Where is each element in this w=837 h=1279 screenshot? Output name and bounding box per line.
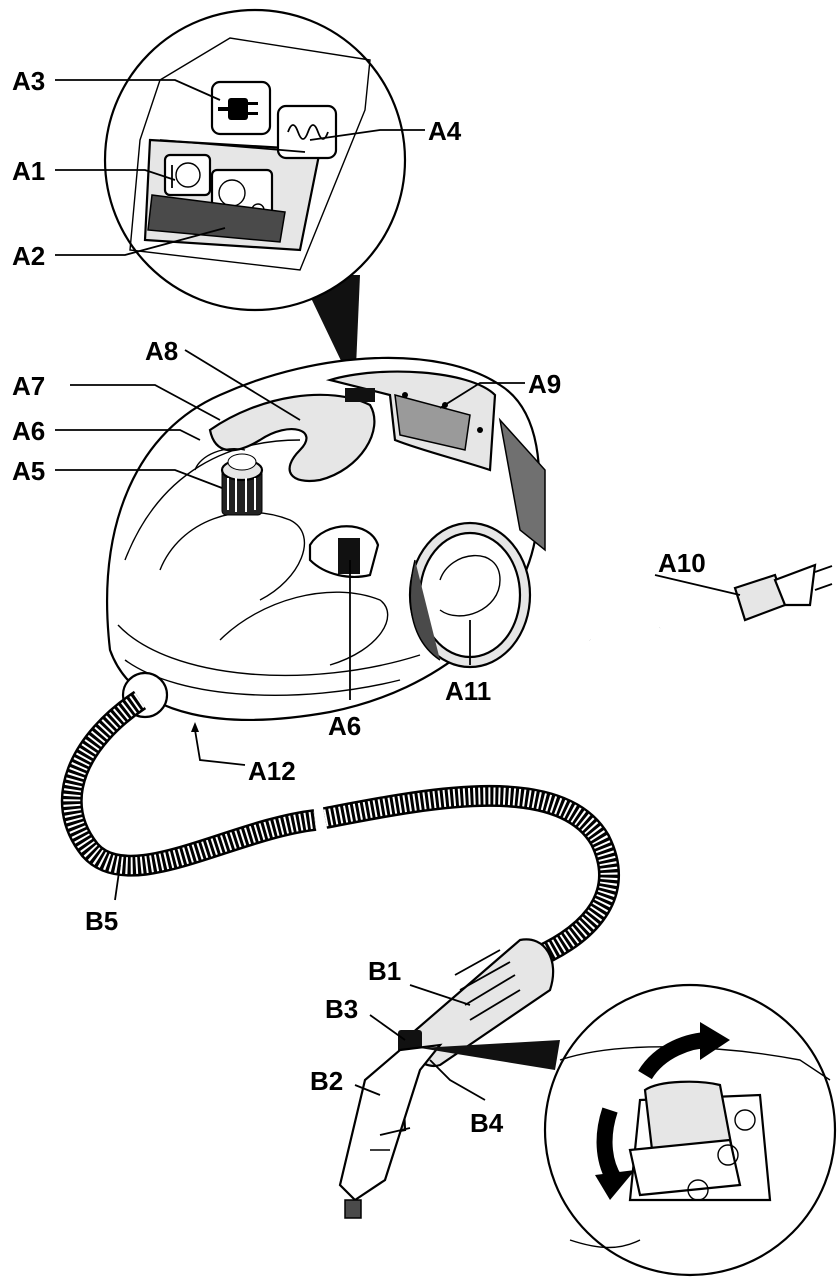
power-plug bbox=[733, 563, 833, 622]
gun-barrel bbox=[338, 1043, 443, 1202]
wheel bbox=[408, 521, 532, 669]
lock-icon bbox=[734, 1109, 756, 1131]
carrying-handle bbox=[208, 393, 376, 483]
steam-indicator bbox=[276, 104, 338, 160]
label-b2: B2 bbox=[310, 1066, 343, 1096]
label-a8: A8 bbox=[145, 336, 178, 366]
steam-gun bbox=[338, 938, 560, 1219]
main-switch[interactable] bbox=[163, 153, 212, 197]
label-a2: A2 bbox=[12, 241, 45, 271]
label-a7: A7 bbox=[12, 371, 45, 401]
label-a11: A11 bbox=[445, 676, 491, 706]
power-plug-icon bbox=[218, 98, 258, 120]
label-a5: A5 bbox=[12, 456, 45, 486]
labels: A3 A4 A1 A2 A8 A7 A6 A5 A9 A10 A6 A11 A1… bbox=[12, 66, 706, 1138]
label-a12: A12 bbox=[248, 756, 296, 786]
nozzle-tip bbox=[344, 1199, 362, 1219]
unlock-icon bbox=[717, 1144, 739, 1166]
label-b1: B1 bbox=[368, 956, 401, 986]
steam-icon bbox=[687, 1179, 709, 1201]
steam-cleaner-body bbox=[106, 356, 833, 721]
label-a4: A4 bbox=[428, 116, 462, 146]
label-a6-bottom: A6 bbox=[328, 711, 361, 741]
label-a1: A1 bbox=[12, 156, 45, 186]
label-a9: A9 bbox=[528, 369, 561, 399]
label-a6-top: A6 bbox=[12, 416, 45, 446]
label-b4: B4 bbox=[470, 1108, 504, 1138]
steam-hose bbox=[60, 690, 621, 971]
control-panel-zoom bbox=[103, 8, 407, 390]
label-a10: A10 bbox=[658, 548, 706, 578]
safety-cap[interactable] bbox=[220, 453, 264, 516]
label-b5: B5 bbox=[85, 906, 118, 936]
trigger-lock-zoom bbox=[543, 983, 837, 1277]
label-b3: B3 bbox=[325, 994, 358, 1024]
zoom-pointer-bottom bbox=[420, 1040, 560, 1070]
leader-lines bbox=[55, 79, 741, 1101]
label-a3: A3 bbox=[12, 66, 45, 96]
